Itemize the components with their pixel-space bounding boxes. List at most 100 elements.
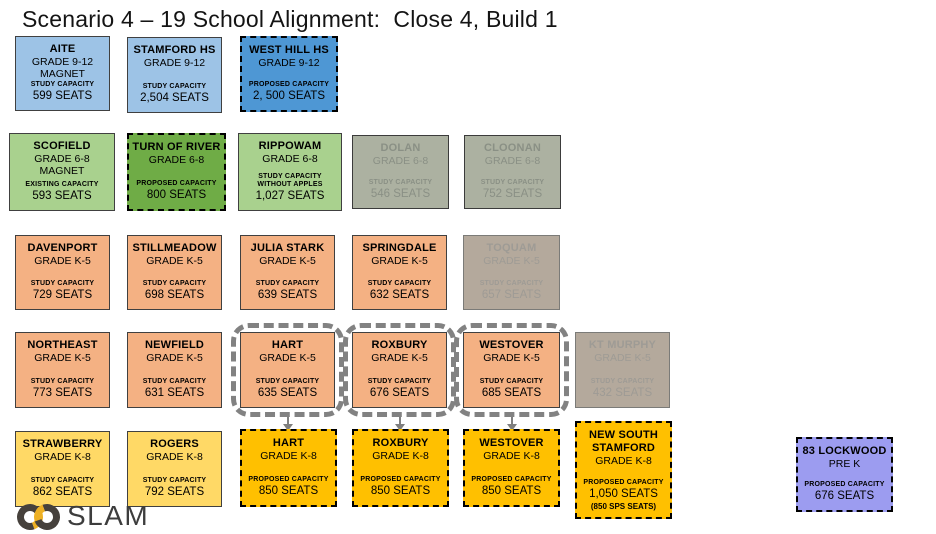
school-grade: GRADE K-5 [371, 351, 428, 364]
school-grade: GRADE K-5 [594, 351, 651, 364]
school-name: ROXBURY [372, 437, 429, 449]
down-arrow-icon-roxbury-k5 [398, 417, 401, 425]
seats-value: 432 SEATS [592, 387, 653, 400]
school-name: RIPPOWAM [258, 140, 322, 152]
capacity-label: EXISTING CAPACITY [25, 181, 99, 189]
seats-value: 752 SEATS [482, 188, 543, 201]
school-grade: GRADE K-8 [146, 450, 203, 463]
capacity-label: STUDY CAPACITY [479, 378, 544, 386]
capacity-label: STUDY CAPACITY [255, 378, 320, 386]
seats-value: 631 SEATS [144, 387, 205, 400]
seats-note: (850 SPS SEATS) [590, 501, 657, 511]
school-grade: GRADE 6-8 [34, 152, 90, 165]
school-grade: GRADE 9-12 [258, 56, 320, 69]
down-arrow-head-icon-westover-k5 [506, 424, 517, 431]
seats-value: 546 SEATS [370, 188, 431, 201]
capacity-label: STUDY CAPACITY [142, 280, 207, 288]
capacity-label: STUDY CAPACITY [30, 378, 95, 386]
down-arrow-icon-westover-k5 [510, 417, 513, 425]
school-grade: GRADE K-5 [371, 254, 428, 267]
school-name: ROGERS [150, 438, 199, 450]
seats-value: 850 SEATS [481, 485, 542, 498]
school-name: HART [271, 339, 304, 351]
capacity-label: STUDY CAPACITY [142, 83, 207, 91]
school-grade: GRADE 6-8 [372, 154, 429, 167]
school-grade: PRE K [828, 457, 861, 470]
capacity-label: PROPOSED CAPACITY [471, 476, 552, 484]
capacity-label: STUDY CAPACITY [367, 280, 432, 288]
slide-title: Scenario 4 – 19 School Alignment: Close … [22, 6, 558, 32]
school-grade: GRADE 9-12 [143, 56, 206, 69]
seats-value: 698 SEATS [144, 289, 205, 302]
down-arrow-head-icon-hart-k5 [282, 424, 293, 431]
school-name: ROXBURY [371, 339, 428, 351]
seats-value: 676 SEATS [369, 387, 430, 400]
seats-value: 850 SEATS [370, 485, 431, 498]
capacity-label: STUDY CAPACITY WITHOUT APPLES [257, 172, 323, 189]
slam-logo: SLAM [12, 499, 149, 534]
school-name: 83 LOCKWOOD [802, 445, 887, 457]
school-name: SPRINGDALE [362, 242, 437, 254]
school-grade: GRADE K-8 [483, 449, 540, 462]
school-grade: GRADE 6-8 [484, 154, 541, 167]
down-arrow-icon-hart-k5 [286, 417, 289, 425]
seats-value: 850 SEATS [258, 485, 319, 498]
school-grade: GRADE K-5 [34, 254, 91, 267]
school-name: JULIA STARK [250, 242, 325, 254]
down-arrow-head-icon-roxbury-k5 [394, 424, 405, 431]
capacity-label: STUDY CAPACITY [367, 378, 432, 386]
seats-value: 593 SEATS [32, 190, 92, 203]
school-grade: GRADE K-5 [483, 254, 540, 267]
seats-value: 862 SEATS [32, 486, 93, 499]
seats-value: 599 SEATS [32, 90, 93, 103]
capacity-label: PROPOSED CAPACITY [583, 478, 664, 486]
school-grade: GRADE 6-8 [262, 152, 318, 165]
seats-value: 792 SEATS [144, 486, 205, 499]
school-grade: GRADE K-5 [146, 254, 203, 267]
seats-value: 773 SEATS [32, 387, 93, 400]
school-name: STRAWBERRY [22, 438, 103, 450]
school-name: STILLMEADOW [132, 242, 217, 254]
school-name: CLOONAN [483, 142, 541, 154]
school-name: TOQUAM [486, 242, 537, 254]
school-name: WEST HILL HS [249, 44, 329, 56]
capacity-label: STUDY CAPACITY [30, 81, 95, 89]
school-grade: GRADE K-5 [34, 351, 91, 364]
seats-value: 1,027 SEATS [255, 190, 325, 203]
school-name: NEW SOUTH STAMFORD [588, 429, 659, 454]
capacity-label: PROPOSED CAPACITY [248, 476, 329, 484]
seats-value: 685 SEATS [481, 387, 542, 400]
seats-value: 2,504 SEATS [140, 92, 209, 105]
capacity-label: PROPOSED CAPACITY [248, 81, 330, 89]
seats-value: 2, 500 SEATS [252, 90, 326, 103]
school-name: DAVENPORT [27, 242, 98, 254]
school-name: NEWFIELD [144, 339, 205, 351]
seats-value: 800 SEATS [146, 189, 207, 202]
capacity-label: PROPOSED CAPACITY [804, 481, 885, 489]
